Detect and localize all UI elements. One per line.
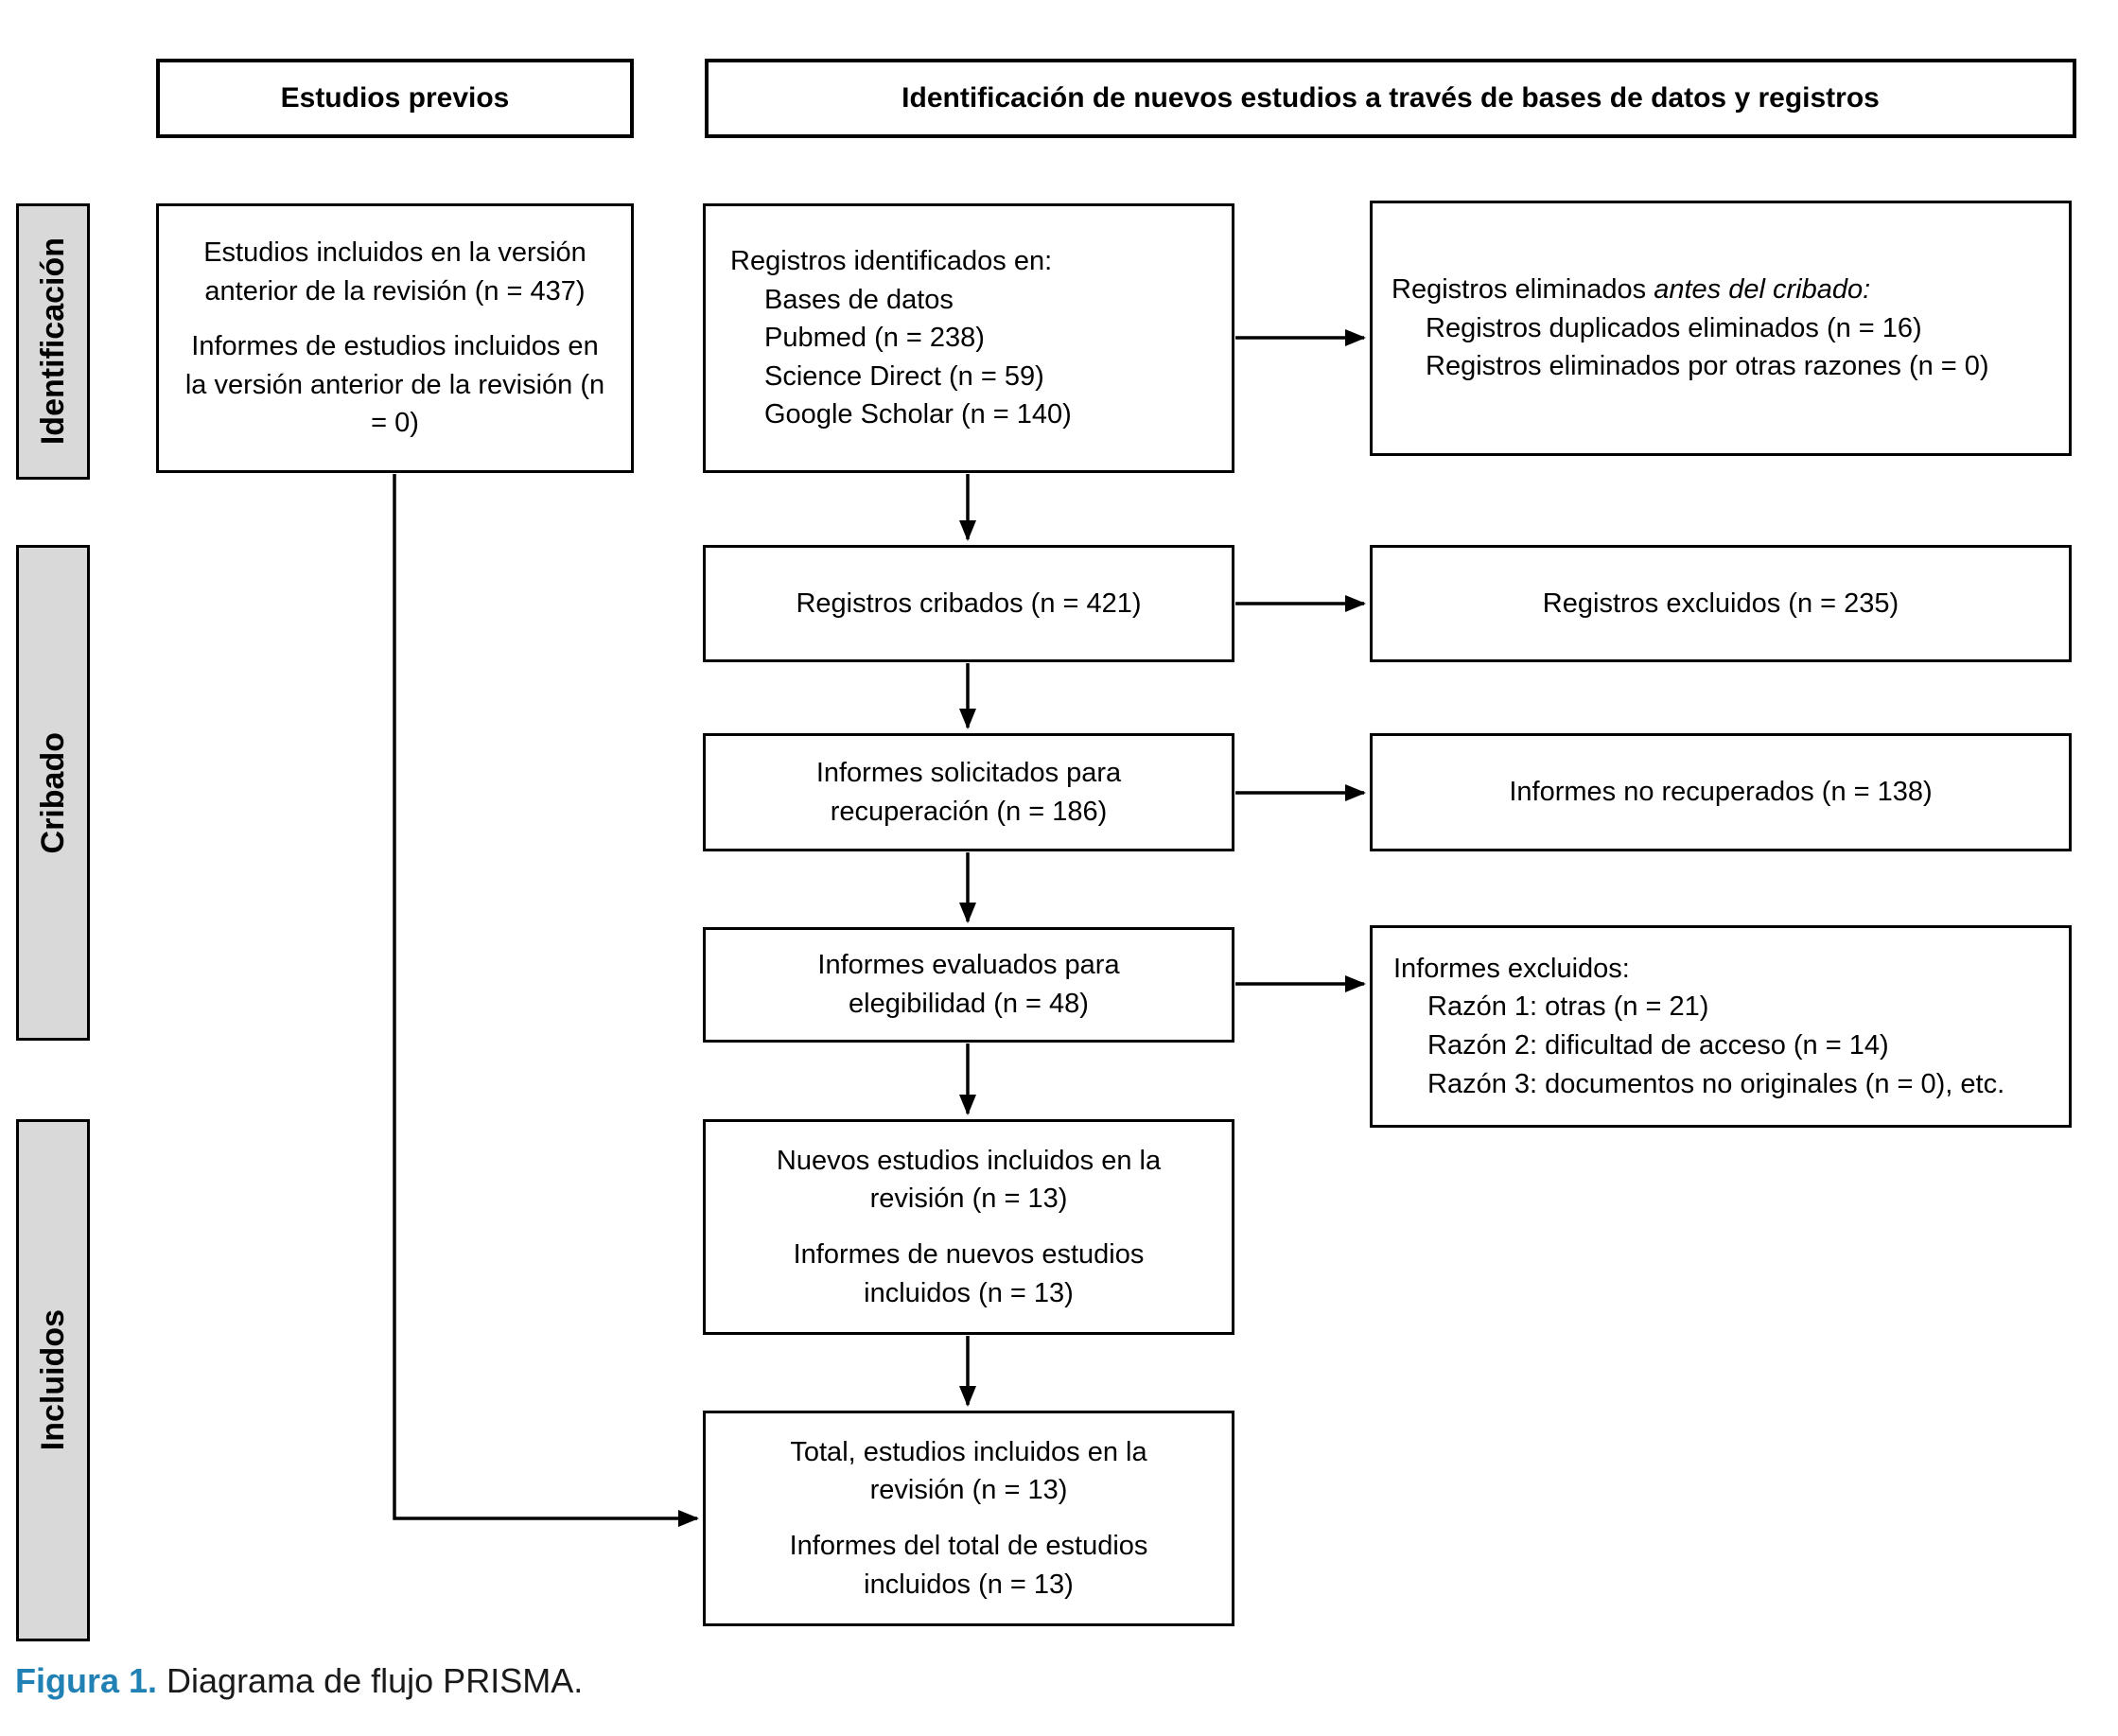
new-studies-line-1: Nuevos estudios incluidos en la revisión… xyxy=(776,1145,1162,1215)
rail-screening: Cribado xyxy=(16,545,90,1041)
figure-caption-text: Diagrama de flujo PRISMA. xyxy=(157,1661,584,1700)
reports-assessed-label: Informes evaluados para elegibilidad (n … xyxy=(817,950,1120,1019)
reports-excluded-reason-2: Razón 2: dificultad de acceso (n = 14) xyxy=(1427,1030,1889,1061)
records-removed-title-prefix: Registros eliminados xyxy=(1392,274,1654,306)
reports-excluded-title: Informes excluidos: xyxy=(1393,953,1630,984)
box-reports-assessed: Informes evaluados para elegibilidad (n … xyxy=(703,927,1234,1043)
header-identification: Identificación de nuevos estudios a trav… xyxy=(705,59,2076,138)
records-identified-title: Registros identificados en: xyxy=(730,246,1053,277)
box-records-removed: Registros eliminados antes del cribado: … xyxy=(1370,201,2072,456)
records-identified-googlescholar: Google Scholar (n = 140) xyxy=(764,399,1072,430)
rail-identification-label: Identificación xyxy=(34,237,71,446)
records-removed-other: Registros eliminados por otras razones (… xyxy=(1426,351,1989,382)
box-records-identified: Registros identificados en: Bases de dat… xyxy=(703,203,1234,473)
box-previous-studies: Estudios incluidos en la versión anterio… xyxy=(156,203,634,473)
records-identified-pubmed: Pubmed (n = 238) xyxy=(764,323,985,354)
previous-studies-line-2: Informes de estudios incluidos en la ver… xyxy=(184,331,605,439)
header-previous-studies-label: Estudios previos xyxy=(280,82,510,114)
rail-screening-label: Cribado xyxy=(34,731,71,854)
records-screened-label: Registros cribados (n = 421) xyxy=(796,587,1142,619)
box-reports-not-retrieved: Informes no recuperados (n = 138) xyxy=(1370,733,2072,851)
box-total-studies-included: Total, estudios incluidos en la revisión… xyxy=(703,1411,1234,1626)
reports-excluded-reason-3: Razón 3: documentos no originales (n = 0… xyxy=(1427,1068,2005,1099)
header-previous-studies: Estudios previos xyxy=(156,59,634,138)
records-removed-title: Registros eliminados antes del cribado: xyxy=(1392,271,1870,309)
reports-excluded-reason-1: Razón 1: otras (n = 21) xyxy=(1427,991,1709,1023)
reports-sought-label: Informes solicitados para recuperación (… xyxy=(815,757,1122,827)
records-identified-source: Bases de datos xyxy=(764,284,954,315)
previous-studies-line-1: Estudios incluidos en la versión anterio… xyxy=(203,237,586,307)
box-records-screened: Registros cribados (n = 421) xyxy=(703,545,1234,662)
records-identified-sciencedirect: Science Direct (n = 59) xyxy=(764,360,1044,392)
total-studies-line-2: Informes del total de estudios incluidos… xyxy=(789,1531,1148,1600)
rail-included: Incluidos xyxy=(16,1119,90,1641)
records-removed-title-italic: antes del cribado: xyxy=(1654,274,1871,306)
box-reports-excluded: Informes excluidos: Razón 1: otras (n = … xyxy=(1370,925,2072,1128)
header-identification-label: Identificación de nuevos estudios a trav… xyxy=(901,82,1880,114)
box-reports-sought: Informes solicitados para recuperación (… xyxy=(703,733,1234,851)
new-studies-line-2: Informes de nuevos estudios incluidos (n… xyxy=(793,1239,1145,1308)
records-removed-duplicates: Registros duplicados eliminados (n = 16) xyxy=(1426,312,1922,343)
box-records-excluded: Registros excluidos (n = 235) xyxy=(1370,545,2072,662)
rail-included-label: Incluidos xyxy=(34,1309,71,1451)
reports-not-retrieved-label: Informes no recuperados (n = 138) xyxy=(1509,777,1933,808)
figure-caption: Figura 1. Diagrama de flujo PRISMA. xyxy=(15,1661,583,1701)
figure-caption-label: Figura 1. xyxy=(15,1661,158,1700)
arrow-previous-studies-to-total xyxy=(393,474,699,1527)
records-excluded-label: Registros excluidos (n = 235) xyxy=(1542,587,1899,619)
total-studies-line-1: Total, estudios incluidos en la revisión… xyxy=(790,1436,1147,1506)
box-new-studies-included: Nuevos estudios incluidos en la revisión… xyxy=(703,1119,1234,1335)
rail-identification: Identificación xyxy=(16,203,90,480)
